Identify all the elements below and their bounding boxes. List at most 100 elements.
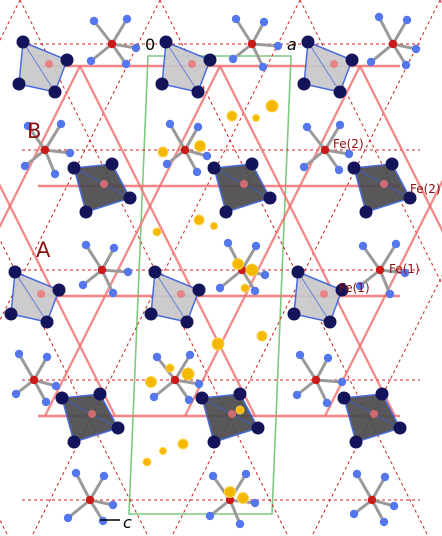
navy-atom xyxy=(337,391,351,405)
red-fe-atom xyxy=(375,265,385,275)
red-fe-atom xyxy=(320,145,330,155)
navy-atom xyxy=(291,265,305,279)
tetrahedron-edge xyxy=(14,271,48,323)
navy-atom xyxy=(93,387,107,401)
solid-network xyxy=(0,64,442,418)
blue-atom xyxy=(50,169,60,179)
blue-atom xyxy=(51,381,61,391)
blue-atom xyxy=(379,517,389,527)
blue-atom xyxy=(299,162,309,172)
bond xyxy=(88,475,106,501)
tetrahedron-center-atom xyxy=(45,60,53,68)
navy-atom xyxy=(385,157,399,171)
bond xyxy=(314,379,329,404)
blue-atom xyxy=(89,16,99,26)
navy-atom xyxy=(207,161,221,175)
gold-atom xyxy=(165,363,175,373)
red-fe-atom xyxy=(180,145,190,155)
fe1-right-label: Fe(1) xyxy=(389,262,420,276)
blue-atom xyxy=(122,14,132,24)
bond xyxy=(378,243,398,271)
bond xyxy=(250,43,265,68)
blue-atom xyxy=(335,120,345,130)
navy-atom xyxy=(287,307,301,321)
dark-tetrahedron xyxy=(353,163,412,213)
bond xyxy=(26,125,47,151)
red-fe-atom xyxy=(40,145,50,155)
navy-atom xyxy=(67,161,81,175)
gold-atom xyxy=(181,367,195,381)
navy-atom xyxy=(16,35,30,49)
navy-atom xyxy=(251,421,265,435)
gold-atom xyxy=(252,114,260,122)
gold-atom xyxy=(193,214,205,226)
navy-atom xyxy=(263,191,277,205)
tetrahedron-center-atom xyxy=(320,290,328,298)
navy-atom xyxy=(233,387,247,401)
blue-atom xyxy=(81,240,91,250)
unit-cell-outline xyxy=(128,55,292,515)
bond xyxy=(17,353,36,381)
navy-atom xyxy=(144,307,158,321)
tetrahedron-center-atom xyxy=(370,410,378,418)
navy-atom xyxy=(105,157,119,171)
bond xyxy=(183,126,200,151)
bond xyxy=(251,42,279,48)
navy-atom xyxy=(192,283,206,297)
navy-atom xyxy=(375,387,389,401)
navy-atom xyxy=(347,161,361,175)
navy-atom xyxy=(191,85,205,99)
bond xyxy=(92,20,114,45)
red-fe-atom xyxy=(97,265,107,275)
blue-atom xyxy=(131,43,141,53)
navy-atom xyxy=(349,435,363,449)
blue-atom xyxy=(251,241,261,251)
bond xyxy=(84,244,104,271)
blue-atom xyxy=(374,12,384,22)
bond xyxy=(43,123,63,151)
tetrahedron-center-atom xyxy=(37,290,45,298)
navy-atom xyxy=(48,85,62,99)
blue-atom xyxy=(108,288,118,298)
gold-atom xyxy=(265,99,279,113)
navy-atom xyxy=(60,53,74,67)
tetrahedron-edge xyxy=(307,41,341,93)
navy-atom xyxy=(301,35,315,49)
blue-atom xyxy=(23,121,33,131)
bond xyxy=(110,18,129,45)
navy-atom xyxy=(345,53,359,67)
navy-atom xyxy=(12,77,26,91)
blue-atom xyxy=(241,469,251,479)
bond xyxy=(168,123,187,151)
gold-atom xyxy=(157,146,169,158)
gold-atom xyxy=(211,337,225,351)
bond xyxy=(67,498,91,520)
red-fe-atom xyxy=(247,39,257,49)
navy-atom xyxy=(8,265,22,279)
red-fe-atom xyxy=(29,375,39,385)
origin-label: 0 xyxy=(145,35,155,54)
bond xyxy=(240,245,258,271)
navy-atom xyxy=(359,205,373,219)
gold-atom xyxy=(224,486,236,498)
blue-atom xyxy=(358,241,368,251)
gold-atom xyxy=(256,330,268,342)
light-tetrahedron xyxy=(293,270,343,323)
blue-atom xyxy=(42,352,52,362)
bond xyxy=(101,268,129,274)
bond xyxy=(74,472,92,501)
gold-atom xyxy=(159,447,167,455)
blue-atom xyxy=(56,119,66,129)
navy-atom xyxy=(323,315,337,329)
navy-atom xyxy=(180,315,194,329)
tetrahedron-edge xyxy=(154,271,188,323)
blue-atom xyxy=(152,352,162,362)
blue-atom xyxy=(121,59,131,69)
blue-atom xyxy=(337,377,347,387)
bond xyxy=(377,16,395,45)
bond xyxy=(323,124,342,151)
light-tetrahedron xyxy=(18,40,68,93)
red-fe-atom xyxy=(388,39,398,49)
